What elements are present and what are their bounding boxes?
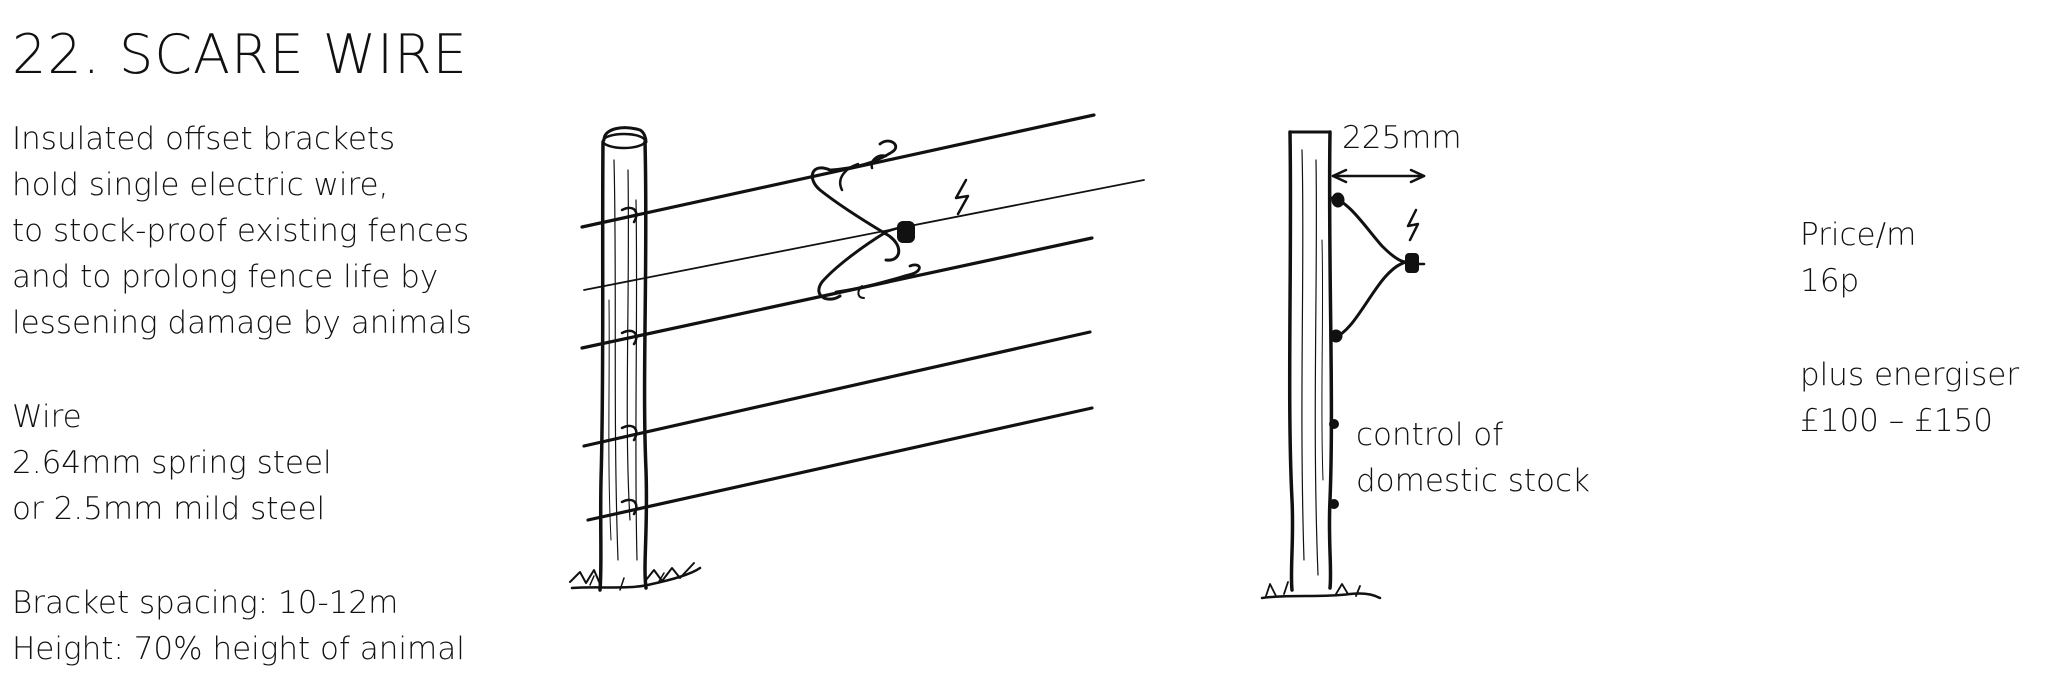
bracket-spacing-line: Bracket spacing: 10-12m	[12, 585, 399, 621]
page-title: 22. SCARE WIRE	[12, 23, 468, 86]
price-block: Price/m 16p	[1800, 212, 1916, 304]
caption-line: control of	[1356, 417, 1504, 453]
dimension-arrow	[1331, 168, 1426, 184]
offset-bracket	[810, 139, 970, 301]
wire-spec-line: or 2.5mm mild steel	[12, 491, 326, 527]
side-view-caption: control of domestic stock	[1356, 412, 1590, 504]
height-line: Height: 70% height of animal	[12, 631, 465, 667]
spacing-spec-block: Bracket spacing: 10-12m Height: 70% heig…	[12, 580, 465, 672]
description-line: and to prolong fence life by	[12, 259, 439, 295]
wire-spec-block: Wire 2.64mm spring steel or 2.5mm mild s…	[12, 394, 332, 532]
energiser-block: plus energiser £100 – £150	[1800, 352, 2019, 444]
caption-line: domestic stock	[1356, 463, 1590, 499]
price-value: 16p	[1800, 263, 1860, 299]
offset-dimension-label: 225mm	[1342, 120, 1462, 156]
wire-heading: Wire	[12, 399, 82, 435]
front-staples	[620, 206, 638, 516]
side-wire-studs	[1329, 419, 1339, 509]
front-view-drawing	[569, 113, 1145, 592]
description-line: hold single electric wire,	[12, 167, 389, 203]
side-post	[1260, 130, 1382, 600]
energiser-price: £100 – £150	[1800, 403, 1993, 439]
energiser-label: plus energiser	[1800, 357, 2020, 393]
wire-spec-line: 2.64mm spring steel	[12, 445, 332, 481]
side-view-drawing	[1260, 130, 1426, 600]
description-line: Insulated offset brackets	[12, 121, 396, 157]
price-label: Price/m	[1800, 217, 1917, 253]
side-bracket	[1329, 192, 1426, 343]
description-line: lessening damage by animals	[12, 305, 472, 341]
description-line: to stock-proof existing fences	[12, 213, 470, 249]
front-wires	[580, 113, 1145, 522]
description-block: Insulated offset brackets hold single el…	[12, 116, 472, 346]
